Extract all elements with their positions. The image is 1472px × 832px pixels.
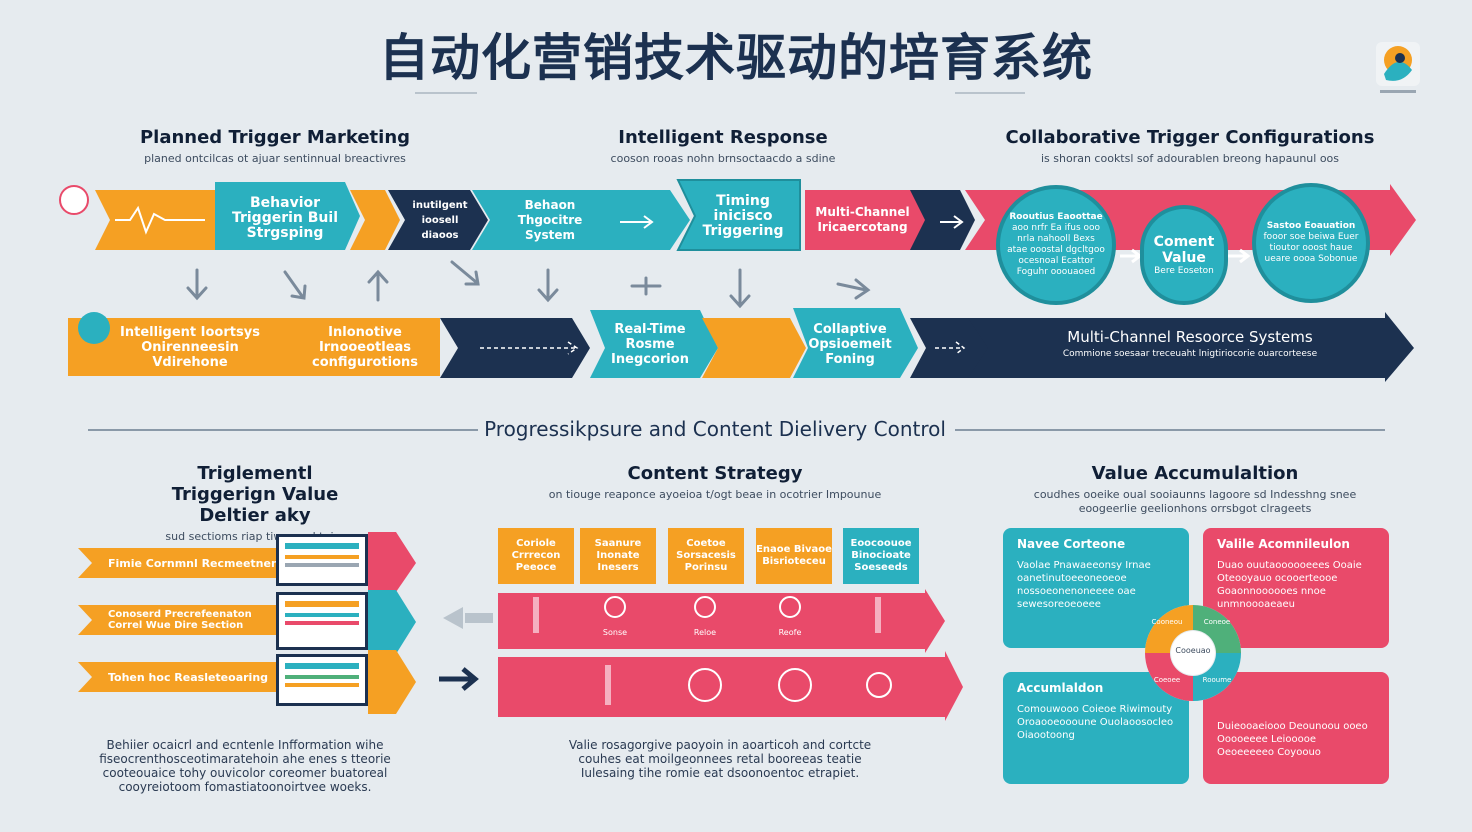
lower-center-bottom-text: Valie rosagorgive paoyoin in aoarticoh a… xyxy=(568,738,872,780)
lower-left-head: Triglementl Triggerign Value Deltier aky… xyxy=(75,463,435,544)
pulse-icon xyxy=(115,205,205,235)
section-collaborative-sub: is shoran cooktsl sof adourablen breong … xyxy=(1040,152,1340,165)
flow-behavior-trigger: Behavior Triggerin Buil Strgsping xyxy=(231,194,339,241)
section-intelligent-heading: Intelligent Response xyxy=(618,127,828,148)
flow-bottom-intelligent: Intelligent Ioortsys Onirenneesin Vdireh… xyxy=(120,324,260,370)
start-node-icon xyxy=(59,185,89,215)
flow-bottom-innovative: Inlonotive Irnooeotleas configurotions xyxy=(311,324,419,370)
value-panel-bl-title: Accumlaldon xyxy=(1017,681,1104,695)
strategy-row-label-2: Reloe xyxy=(693,628,717,637)
lower-center-sub: on tiouge reaponce ayoeioa t/ogt beae in… xyxy=(548,488,882,501)
flow-intelligent-small: inutilgent ioosell diaoos xyxy=(412,199,468,241)
flow-bottom-navy-main xyxy=(968,312,1414,382)
title-rule-right xyxy=(955,92,1025,94)
flow-top-pink-1 xyxy=(805,190,935,250)
page-title: 自动化营销技术驱动的培育系统 xyxy=(379,29,1093,87)
title-rule-left xyxy=(415,92,477,94)
circle-right-title: Sastoo Eoauation xyxy=(1266,221,1356,231)
screenshot-thumb-1-icon xyxy=(276,534,368,586)
circle-left-body: aoo nrfr Ea ifus ooo nrla nahooll Bexs a… xyxy=(1007,223,1105,277)
section-intelligent: Intelligent Response cooson rooas nohn b… xyxy=(543,127,903,166)
lower-center-arrows xyxy=(439,589,963,721)
strategy-card-3: Coetoe Sorsacesis Porinsu xyxy=(668,528,744,584)
flow-bottom-multichannel-sub: Commione soesaar treceuaht lnigtiriocori… xyxy=(1062,349,1318,359)
flow-bottom-multichannel: Multi-Channel Resoorce Systems xyxy=(1067,328,1313,346)
lower-center-head: Content Strategy on tiouge reaponce ayoe… xyxy=(535,463,895,502)
section-planned-heading: Planned Trigger Marketing xyxy=(139,127,411,148)
lower-left-bottom-text: Behiier ocaicrl and ecntenle Infformatio… xyxy=(99,738,391,794)
value-panel-bl-body: Comouwooo Coieoe Riwimouty Oroaooeoooune… xyxy=(1017,704,1174,741)
lower-left-row-1: Fimie Cornmnl Recmeetnen xyxy=(108,556,279,570)
flow-bottom-orange-2 xyxy=(702,318,806,378)
screenshot-thumb-2-icon xyxy=(276,592,368,650)
lower-right-sub: coudhes ooeike oual sooiaunns lagoore sd… xyxy=(1033,488,1357,515)
flow-timing-triggering: Timing inicisco Triggering xyxy=(702,192,784,239)
lower-left-heading: Triglementl Triggerign Value Deltier aky xyxy=(171,463,339,526)
strategy-card-4: Enaoe Bivaoe Bisrioteceu xyxy=(756,528,832,584)
mid-rule-left xyxy=(88,429,478,431)
flow-top-orange-2 xyxy=(350,190,400,250)
section-planned-sub: planed ontcilcas ot ajuar sentinnual bre… xyxy=(144,152,406,165)
strategy-card-1: Coriole Crrrecon Peeoce xyxy=(498,528,574,584)
flow-bottom-multichannel-block: Multi-Channel Resoorce Systems Commione … xyxy=(1000,328,1380,359)
mid-rule-right xyxy=(955,429,1385,431)
value-ring-center: Cooeuao xyxy=(1175,646,1211,655)
value-panel-br-body: Duieooaeiooo Deounoou ooeo Ooooeeee Leio… xyxy=(1217,721,1368,758)
lower-left-row-2: Conoserd Precrefeenaton Correl Wue Dire … xyxy=(108,609,252,631)
connector-arrow-1 xyxy=(620,215,654,229)
circle-left-title: Rooutius Eaoottae xyxy=(1009,212,1103,222)
strategy-row-label-1: Sonse xyxy=(602,628,628,637)
flow-bottom-collaborative: Collaptive Opsioemeit Foning xyxy=(808,321,892,367)
circle-mid: Coment Value Bere Eoseton xyxy=(1140,205,1228,305)
screenshot-thumb-3-icon xyxy=(276,654,368,706)
section-intelligent-sub: cooson rooas nohn brnsoctaacdo a sdine xyxy=(610,152,836,165)
lower-right-heading: Value Accumulaltion xyxy=(1091,463,1299,484)
lower-left-arrows xyxy=(78,532,416,714)
value-panel-tl-title: Navee Corteone xyxy=(1017,537,1126,551)
circle-right-body: fooor soe beiwa Euer tioutor ooost haue … xyxy=(1263,232,1359,264)
flow-top-teal-3 xyxy=(676,179,801,251)
flow-bottom-realtime: Real-Time Rosme Inegcorion xyxy=(611,321,689,367)
lower-right-head: Value Accumulaltion coudhes ooeike oual … xyxy=(1015,463,1375,516)
value-panel-bl: Accumlaldon Comouwooo Coieoe Riwimouty O… xyxy=(1003,672,1189,784)
flow-top-teal-2 xyxy=(472,190,690,250)
strategy-card-5: Eoocoouoe Binocioate Soeseeds xyxy=(843,528,919,584)
flow-behavior-system: Behaon Thgocitre System xyxy=(517,197,583,242)
circle-right: Sastoo Eoauation fooor soe beiwa Euer ti… xyxy=(1252,183,1370,303)
circle-mid-title: Coment Value xyxy=(1153,233,1215,266)
value-panel-tl-body: Vaolae Pnawaeeonsy Irnae oanetinutoeeone… xyxy=(1017,560,1151,610)
value-ring-label-4: Rooume xyxy=(1202,676,1232,684)
flow-top-teal-1 xyxy=(215,182,360,250)
flow-top-orange-1 xyxy=(95,190,215,250)
strategy-card-2: Saanure Inonate Inesers xyxy=(580,528,656,584)
value-ring-label-2: Coneoe xyxy=(1203,618,1231,626)
flow-multichannel-small: Multi-Channel Iricaercotang xyxy=(815,205,910,234)
flow-bottom-orange xyxy=(68,318,440,376)
strategy-row-label-3: Reofe xyxy=(778,628,802,637)
brand-logo-icon xyxy=(1376,42,1420,93)
value-ring-icon xyxy=(1145,605,1241,701)
flow-bottom-teal-1 xyxy=(590,310,718,378)
value-panel-tl: Navee Corteone Vaolae Pnawaeeonsy Irnae … xyxy=(1003,528,1189,648)
circle-mid-sub: Bere Eoseton xyxy=(1154,265,1214,276)
flow-top-navy-1 xyxy=(388,190,488,250)
value-ring-label-1: Cooneou xyxy=(1151,618,1183,626)
value-panel-br: Duieooaeiooo Deounoou ooeo Ooooeeee Leio… xyxy=(1203,672,1389,784)
section-collaborative: Collaborative Trigger Configurations is … xyxy=(990,127,1390,166)
value-ring-label-3: Coeoee xyxy=(1153,676,1181,684)
circle-left: Rooutius Eaoottae aoo nrfr Ea ifus ooo n… xyxy=(996,185,1116,305)
brain-icon xyxy=(78,312,110,344)
value-panel-tr: Valile Acomnileulon Duao ouutaoooooeees … xyxy=(1203,528,1389,648)
section-collaborative-heading: Collaborative Trigger Configurations xyxy=(1005,127,1375,148)
value-panel-tr-body: Duao ouutaoooooeees Ooaie Oteooyauo ocoo… xyxy=(1217,560,1362,610)
section-planned: Planned Trigger Marketing planed ontcilc… xyxy=(95,127,455,166)
flow-bottom-teal-2 xyxy=(793,308,918,378)
value-panel-tr-title: Valile Acomnileulon xyxy=(1217,537,1350,551)
connector-arrow-2 xyxy=(940,215,964,229)
lower-center-heading: Content Strategy xyxy=(627,463,803,484)
mid-section-title: Progressikpsure and Content Dielivery Co… xyxy=(484,417,946,441)
flow-top-navy-2 xyxy=(910,190,975,250)
lower-left-row-3: Tohen hoc Reasleteoaring xyxy=(108,670,269,684)
